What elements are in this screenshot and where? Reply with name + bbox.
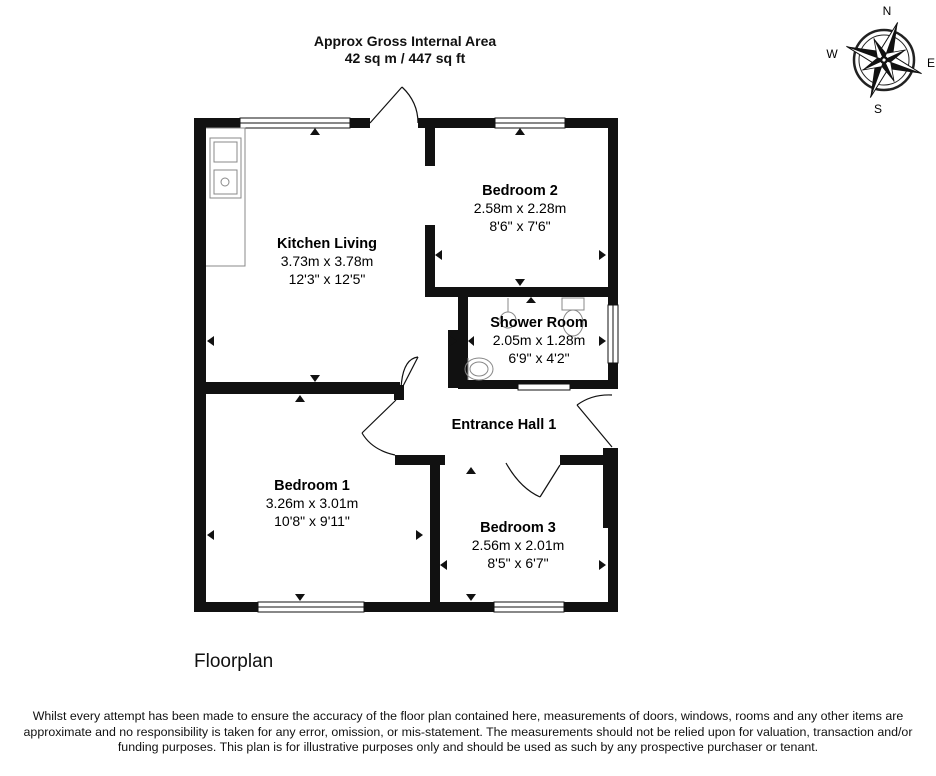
compass-ring	[852, 28, 916, 92]
room-name: Entrance Hall 1	[452, 417, 557, 433]
kitchen-door-arc	[400, 356, 419, 391]
sink-icon	[209, 137, 242, 199]
toilet-bowl-icon	[562, 309, 584, 337]
front-door-leaf	[369, 86, 403, 124]
measurement-arrows	[207, 128, 606, 601]
room-bedroom3: Bedroom 3 2.56m x 2.01m 8'5" x 6'7"	[472, 520, 565, 571]
compass-north-label: N	[883, 4, 892, 18]
room-bedroom1: Bedroom 1 3.26m x 3.01m 10'8" x 9'11"	[266, 478, 359, 529]
compass-west-label: W	[826, 47, 838, 61]
room-metric: 3.73m x 3.78m	[281, 253, 374, 269]
room-metric: 2.05m x 1.28m	[493, 332, 586, 348]
floorplan-caption: Floorplan	[194, 651, 274, 672]
room-metric: 3.26m x 3.01m	[266, 495, 359, 511]
doors	[361, 86, 613, 498]
compass-star-icon	[846, 22, 922, 98]
kitchen-worktop	[206, 127, 246, 267]
shower-sliding-door	[517, 383, 571, 391]
room-metric: 2.58m x 2.28m	[474, 200, 567, 216]
bedroom1-door-leaf	[361, 399, 397, 434]
room-name: Kitchen Living	[277, 236, 377, 252]
hall-door-arc	[576, 394, 613, 406]
area-header: Approx Gross Internal Area 42 sq m / 447…	[250, 33, 560, 67]
floor-plan: Kitchen Living 3.73m x 3.78m 12'3" x 12'…	[194, 86, 619, 613]
compass-inner-ring	[858, 34, 910, 86]
room-hall: Entrance Hall 1	[452, 417, 557, 433]
room-name: Bedroom 3	[480, 520, 556, 536]
compass-south-label: S	[874, 102, 882, 116]
front-door-arc	[401, 86, 419, 124]
room-imperial: 10'8" x 9'11"	[274, 513, 350, 529]
shower-fixtures	[464, 297, 585, 381]
hall-door-leaf	[576, 404, 613, 448]
room-name: Bedroom 2	[482, 183, 558, 199]
kitchen-door-leaf	[400, 356, 419, 391]
room-imperial: 6'9" x 4'2"	[508, 350, 569, 366]
bedroom3-door-leaf	[539, 464, 561, 498]
room-metric: 2.56m x 2.01m	[472, 537, 565, 553]
windows	[239, 117, 619, 613]
toilet-cistern-icon	[561, 297, 585, 311]
compass-rose: N E S W	[826, 4, 935, 116]
basin-icon	[464, 357, 494, 381]
room-imperial: 8'6" x 7'6"	[489, 218, 550, 234]
room-name: Shower Room	[490, 315, 587, 331]
room-name: Bedroom 1	[274, 478, 350, 494]
area-value: 42 sq m / 447 sq ft	[344, 50, 466, 66]
room-imperial: 8'5" x 6'7"	[487, 555, 548, 571]
room-shower: Shower Room 2.05m x 1.28m 6'9" x 4'2"	[490, 315, 587, 366]
room-imperial: 12'3" x 12'5"	[289, 271, 366, 287]
bedroom3-door-arc	[505, 462, 541, 498]
compass-east-label: E	[927, 56, 935, 70]
bedroom1-door-arc	[361, 432, 396, 456]
room-bedroom2: Bedroom 2 2.58m x 2.28m 8'6" x 7'6"	[474, 183, 567, 234]
disclaimer-text: Whilst every attempt has been made to en…	[23, 709, 913, 755]
area-title: Approx Gross Internal Area	[313, 33, 497, 49]
room-kitchen: Kitchen Living 3.73m x 3.78m 12'3" x 12'…	[277, 236, 377, 287]
